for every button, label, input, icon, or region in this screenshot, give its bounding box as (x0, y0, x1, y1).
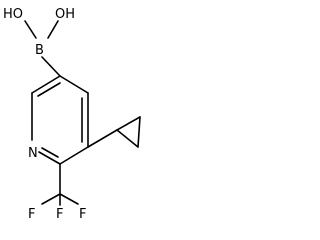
chemical-structure-diagram: HO OH B N F F F (3, 7, 141, 222)
bond-c5-c6 (59, 146, 89, 165)
bond-cyclopropyl-a (116, 116, 141, 131)
bond-b-o-right (47, 20, 59, 39)
bond-group (24, 20, 141, 206)
bond-cyclopropyl-c (116, 129, 139, 148)
bond-b-ring (41, 56, 61, 77)
bond-b-o-left (24, 20, 37, 39)
bond-c6-n (38, 151, 61, 165)
fluorine-right-label: F (79, 207, 86, 222)
hydroxyl-left-label: HO (3, 7, 23, 22)
bond-c-f-right (59, 193, 79, 205)
bond-c6-n-double (41, 147, 59, 158)
bond-c-f-left (41, 193, 61, 205)
nitrogen-label: N (28, 146, 38, 161)
fluorine-left-label: F (28, 207, 35, 222)
boron-label: B (35, 43, 44, 58)
atom-label-group: HO OH B N F F F (3, 7, 86, 222)
bond-ring-cyclopropyl (87, 129, 118, 148)
hydroxyl-right-label: OH (55, 7, 75, 22)
bond-c3-c4 (59, 75, 89, 94)
fluorine-top-label: F (56, 207, 63, 222)
bond-c2-c3 (31, 75, 61, 94)
bond-cyclopropyl-b (137, 116, 141, 148)
bond-c2-c3-double (37, 82, 61, 97)
